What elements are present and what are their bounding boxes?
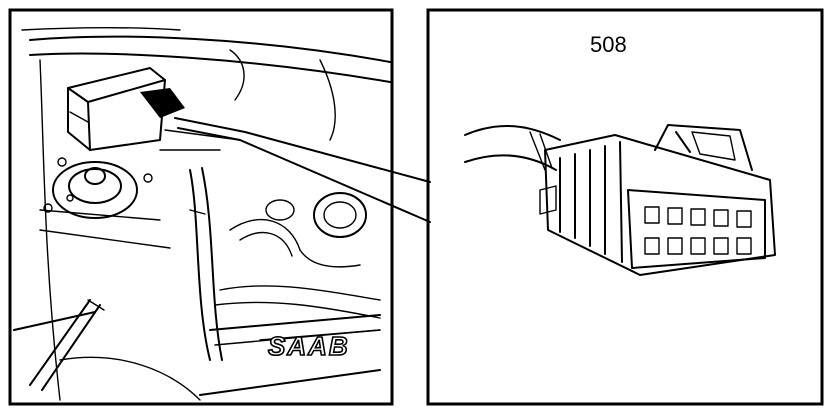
saab-logo: SAAB [268,331,350,361]
pin-cavity [713,237,729,255]
valve-cover: SAAB [199,314,381,396]
pin-cavity [644,206,660,224]
strut-tower [39,157,171,249]
pin-cavity [713,209,729,227]
engine-bay-frame [8,8,394,406]
pin-cavity [690,208,706,226]
pin-cavity [690,237,706,255]
pointer-beam [159,117,431,223]
pin-cavity [644,237,660,255]
connector-detail-frame [426,8,824,406]
engine-bay-panel: SAAB [8,8,431,406]
connector-number-label: 508 [590,32,627,57]
connector-housing [539,124,776,276]
connector-detail-panel: 508 [426,8,824,406]
support-rod [13,299,201,401]
wiring-connector-location [140,88,185,118]
pin-cavity [667,207,683,225]
pin-cavity [667,237,683,255]
pin-cavity [736,210,752,228]
relay-box [67,67,185,151]
pin-cavity [736,237,752,255]
connector-pin-cavities [644,206,752,255]
